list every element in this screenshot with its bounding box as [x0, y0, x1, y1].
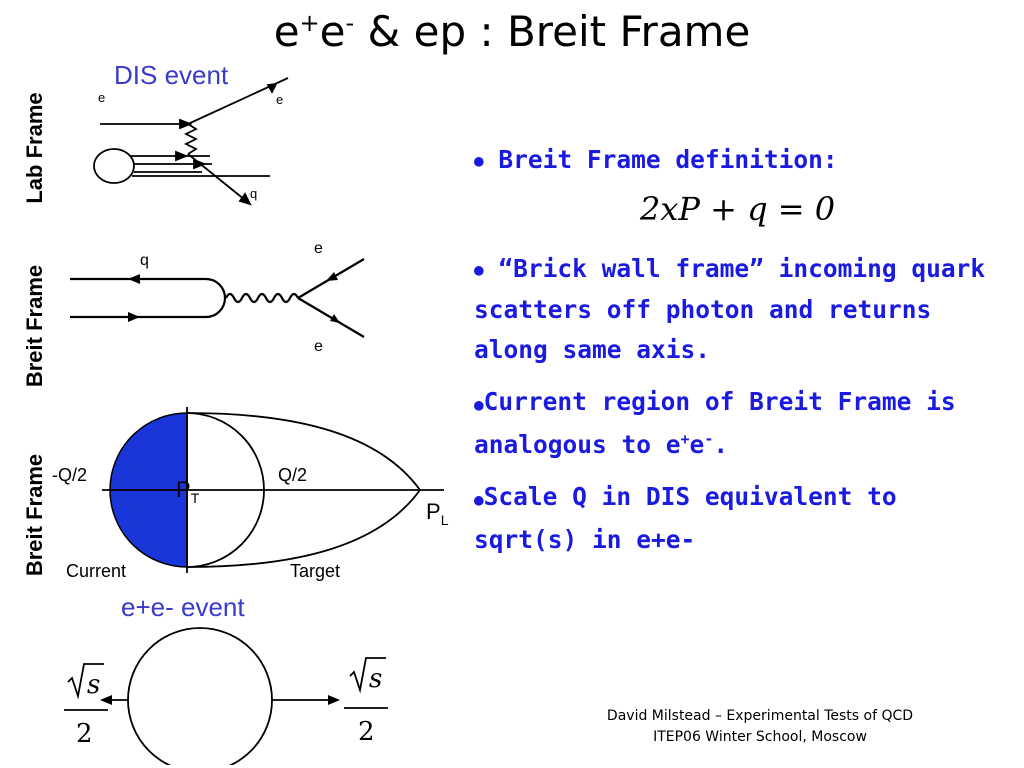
breit-e-bottom: e — [314, 338, 323, 355]
ee-event-label: e+e- event — [121, 592, 245, 622]
breit-frame-label-2: Breit Frame — [22, 453, 47, 577]
region-current: Current — [66, 561, 126, 581]
breit-frame-label-1: Breit Frame — [22, 264, 47, 388]
title-sup2: - — [345, 9, 355, 37]
bullet-2-text: “Brick wall frame” incoming quark scatte… — [474, 254, 986, 364]
bullet-3-pre: Current region of Breit Frame is analogo… — [474, 387, 956, 459]
region-target: Target — [290, 561, 340, 581]
breit-photon-diagram: q e e — [70, 240, 365, 355]
bullet-list: ● Breit Frame definition: ● “Brick wall … — [474, 140, 1014, 572]
region-minus-q2: -Q/2 — [52, 465, 87, 485]
ee-right-s: s — [369, 664, 382, 694]
bullet-3-sup2: - — [704, 429, 714, 448]
ee-event-diagram: s 2 s 2 — [64, 627, 388, 765]
bullet-3-sup1: + — [680, 429, 690, 448]
bullet-3-mid: e — [689, 430, 705, 459]
region-q2: Q/2 — [278, 465, 307, 485]
bullet-1-text: Breit Frame definition: — [498, 145, 838, 174]
lab-frame-diagram: e e q — [93, 77, 289, 206]
lab-q: q — [250, 186, 257, 201]
dis-event-label: DIS event — [114, 60, 229, 90]
bullet-2: ● “Brick wall frame” incoming quark scat… — [474, 249, 1014, 370]
footer-line-2: ITEP06 Winter School, Moscow — [653, 729, 867, 745]
lab-e-out: e — [276, 92, 283, 107]
bullet-dot: ● — [474, 260, 484, 279]
footer-line-1: David Milstead – Experimental Tests of Q… — [606, 708, 914, 724]
slide-title: e+e- & ep : Breit Frame — [0, 2, 1024, 62]
lab-frame-label: Lab Frame — [22, 92, 47, 204]
title-e2: e — [319, 7, 346, 56]
breit-e-top: e — [314, 240, 323, 257]
ee-left-two: 2 — [76, 719, 93, 749]
bullet-4: ●Scale Q in DIS equivalent to sqrt(s) in… — [474, 477, 1014, 560]
breit-formula: 2xP + q = 0 — [640, 190, 836, 228]
bullet-3: ●Current region of Breit Frame is analog… — [474, 382, 1014, 465]
bullet-dot: ● — [474, 151, 484, 170]
title-rest: & ep : Breit Frame — [354, 7, 751, 56]
region-pt: PT — [176, 477, 200, 506]
breit-q: q — [140, 252, 149, 269]
bullet-4-text: Scale Q in DIS equivalent to sqrt(s) in … — [474, 482, 897, 554]
region-pl: PL — [426, 499, 449, 528]
lab-e-in: e — [98, 90, 105, 105]
ee-left-s: s — [87, 670, 100, 700]
bullet-dot: ● — [474, 490, 484, 509]
footer: David Milstead – Experimental Tests of Q… — [560, 706, 960, 748]
title-e1: e — [273, 7, 300, 56]
bullet-3-post: . — [713, 430, 729, 459]
breit-region-diagram: -Q/2 Q/2 PT PL Current Target — [52, 407, 449, 581]
bullet-1: ● Breit Frame definition: — [474, 140, 1014, 181]
ee-right-two: 2 — [358, 717, 375, 747]
bullet-dot: ● — [474, 395, 484, 414]
title-sup1: + — [299, 9, 320, 37]
